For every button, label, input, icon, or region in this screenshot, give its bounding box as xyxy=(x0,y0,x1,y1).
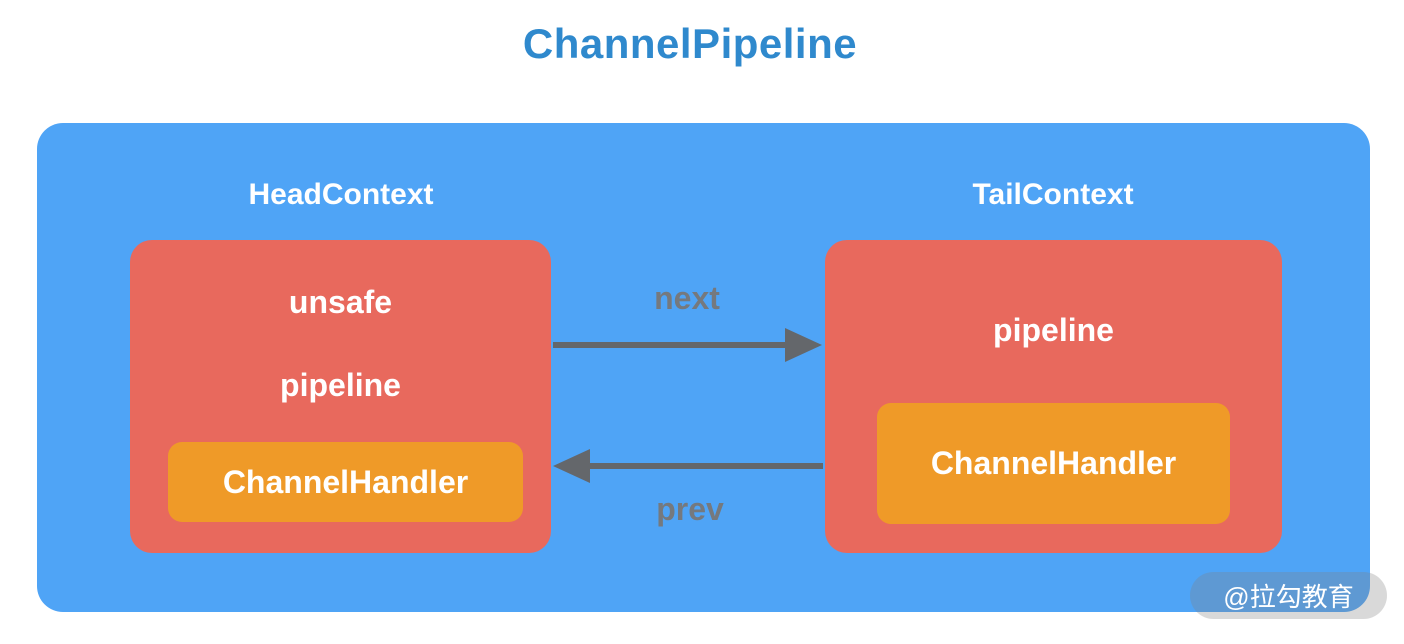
head-context-label: HeadContext xyxy=(248,178,434,211)
prev-arrow-head-icon xyxy=(553,449,590,483)
tail-context-box: pipeline ChannelHandler xyxy=(825,240,1282,553)
tail-context-label: TailContext xyxy=(972,178,1134,211)
head-field-unsafe: unsafe xyxy=(288,284,393,320)
next-arrow-label: next xyxy=(654,280,720,316)
tail-channel-handler-label: ChannelHandler xyxy=(930,445,1177,481)
tail-field-pipeline: pipeline xyxy=(993,312,1114,348)
next-arrow-head-icon xyxy=(785,328,822,362)
head-context-box: unsafe pipeline ChannelHandler xyxy=(130,240,551,553)
watermark-badge: @拉勾教育 xyxy=(1190,572,1387,619)
prev-arrow-label: prev xyxy=(656,491,724,527)
prev-arrow-line xyxy=(587,463,823,469)
head-channel-handler-label: ChannelHandler xyxy=(222,463,469,500)
channel-pipeline-container: HeadContext TailContext unsafe pipeline … xyxy=(37,123,1370,612)
page-title: ChannelPipeline xyxy=(522,20,858,67)
head-field-pipeline: pipeline xyxy=(280,367,401,403)
tail-channel-handler-box: ChannelHandler xyxy=(877,403,1230,524)
next-arrow-line xyxy=(553,342,787,348)
head-channel-handler-box: ChannelHandler xyxy=(168,442,523,522)
watermark-text: @拉勾教育 xyxy=(1223,582,1354,612)
